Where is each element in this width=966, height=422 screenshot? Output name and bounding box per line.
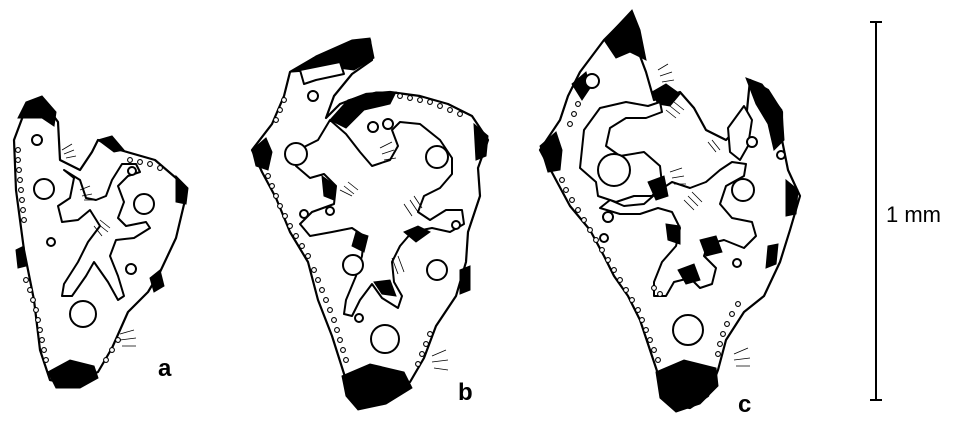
panel-c-hole (673, 315, 703, 345)
panel-b-hole (426, 146, 448, 168)
panel-b-hole (308, 91, 318, 101)
panel-b-hole (383, 119, 393, 129)
panel-a-label: a (158, 355, 172, 382)
panel-b-dark-right (474, 124, 488, 160)
panel-a-hole (126, 264, 136, 274)
panel-c-hole (732, 179, 754, 201)
panel-a-hole (134, 194, 154, 214)
panel-b-hole (285, 143, 307, 165)
panel-b-hole (368, 122, 378, 132)
panel-c-hole (733, 259, 741, 267)
panel-c-hole (603, 212, 613, 222)
panel-b-label: b (458, 379, 473, 406)
panel-b-hole (355, 314, 363, 322)
panel-c-hole (777, 151, 785, 159)
panel-a-hole (32, 135, 42, 145)
panel-c-hole (598, 154, 630, 186)
panel-b-hole (452, 221, 460, 229)
panel-b-hole (300, 210, 308, 218)
panel-a-hole (47, 238, 55, 246)
scale-bar (870, 22, 882, 400)
panel-c-dark-bottom (656, 360, 718, 412)
panel-c-drawing (540, 10, 800, 412)
panel-b-hole (371, 325, 399, 353)
panel-c-hole (585, 74, 599, 88)
scale-bar-label: 1 mm (886, 202, 941, 227)
panel-a-dark-left (16, 246, 26, 268)
panel-a-hole (128, 167, 136, 175)
panel-a-hole (34, 179, 54, 199)
panel-c-dark-right-mid (766, 244, 778, 268)
panel-b-hole (343, 255, 363, 275)
panel-a-drawing (14, 96, 188, 388)
panel-c-hole (747, 137, 757, 147)
panel-b-hole (326, 207, 334, 215)
panel-c-label: c (738, 391, 751, 418)
panel-c-hole (600, 234, 608, 242)
panel-b-drawing (252, 38, 488, 410)
panel-b-hole (427, 260, 447, 280)
panel-b-dark-right-mid (460, 266, 470, 294)
panel-a-dark-right-node (176, 176, 188, 204)
panel-a-hole (70, 301, 96, 327)
